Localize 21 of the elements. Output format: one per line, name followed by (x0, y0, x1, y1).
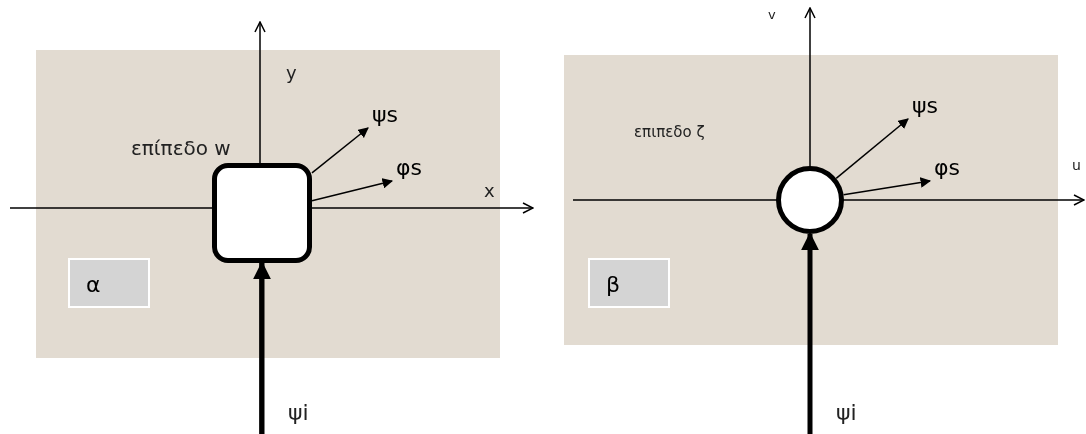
plane-panel (564, 55, 1058, 345)
wave-label: φs (934, 155, 968, 181)
axis-label: x (484, 182, 495, 200)
plane-title: επίπεδο w (131, 138, 231, 158)
panel-tag: α (68, 258, 150, 308)
arrow (801, 232, 819, 434)
scatterer-square (212, 163, 312, 263)
axis-label: y (286, 64, 297, 82)
axis-label: v (768, 8, 776, 21)
arrow (253, 261, 271, 434)
wave-label: ψs (372, 102, 406, 128)
wave-label: ψs (912, 93, 946, 119)
arrow (311, 178, 393, 202)
panel-tag: β (588, 258, 670, 308)
arrow (842, 177, 932, 196)
plane-title: επιπεδο ζ (634, 125, 705, 140)
axis-label: u (1072, 158, 1081, 172)
arrow (311, 127, 369, 174)
wave-label: φs (396, 155, 430, 181)
arrow (835, 118, 909, 180)
plane-panel (36, 50, 500, 358)
